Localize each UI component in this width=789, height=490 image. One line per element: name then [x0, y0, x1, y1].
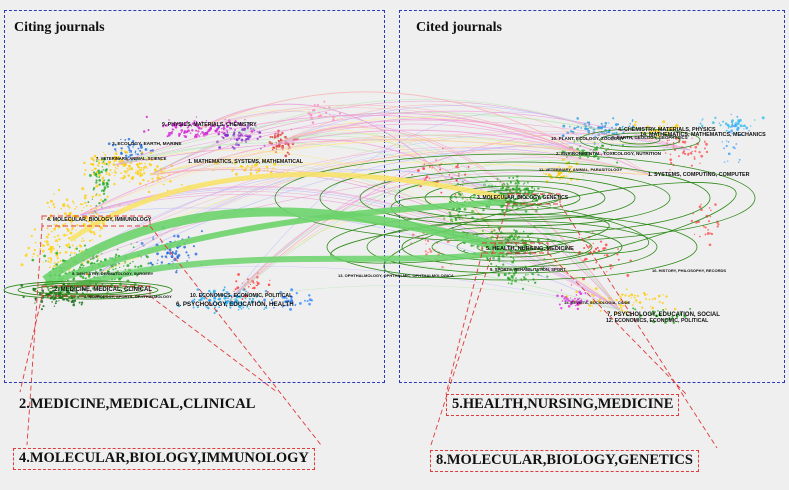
link-green-medicine-lower [59, 249, 506, 293]
callout-molecular-biology-genetics: 8.MOLECULAR,BIOLOGY,GENETICS [430, 450, 699, 472]
left-cluster-8-label: 8. NEUROLOGY, SPORTS, OPHTHALMOLOGY [84, 294, 172, 299]
right-cluster-7-label: 7. PSYCHOLOGY, EDUCATION, SOCIAL [607, 312, 720, 318]
left-cluster-2-label: 2. MEDICINE, MEDICAL, CLINICAL [54, 287, 153, 293]
callout-medicine-medical-clinical: 2.MEDICINE,MEDICAL,CLINICAL [19, 396, 256, 412]
callout-frames [41, 193, 561, 297]
left-cluster-5-label: 5. DENTISTRY, DERMATOLOGY, SURGERY [72, 271, 154, 276]
citing-ellipse-cluster [3, 280, 173, 300]
right-cluster-13-label: 13. OPHTHALMOLOGY, OPHTHALMIC, OPHTHALMO… [338, 273, 454, 278]
right-cluster-5-label: 5. HEALTH, NURSING, MEDICINE [486, 246, 574, 252]
left-cluster-3-label: 3. ECOLOGY, EARTH, MARINE [112, 142, 182, 147]
left-cluster-4-label: 4. MOLECULAR, BIOLOGY, IMMUNOLOGY [47, 217, 152, 223]
callout-molecular-biology-immunology: 4.MOLECULAR,BIOLOGY,IMMUNOLOGY [13, 448, 315, 470]
left-cluster-7-label: 7. VETERINARY, ANIMAL, SCIENCE [96, 156, 167, 161]
right-cluster-4-label: 4. CHEMISTRY, MATERIALS, PHYSICS [618, 127, 716, 133]
left-cluster-10-label: 10. ECONOMICS, ECONOMIC, POLITICAL [190, 293, 293, 299]
link-green-medicine-health [42, 207, 507, 284]
left-cluster-9-label: 9. PHYSICS, MATERIALS, CHEMISTRY [162, 122, 257, 128]
right-cluster-3-label: 3. MOLECULAR, BIOLOGY, GENETICS [477, 195, 569, 201]
callout-health-nursing-medicine: 5.HEALTH,NURSING,MEDICINE [446, 394, 680, 416]
right-cluster-6-label: 6. EARTH, GEOLOGY, GEOPHYSICS [612, 135, 688, 140]
citing-panel [4, 10, 385, 383]
callout-connectors [19, 203, 718, 449]
right-cluster-9-label: 9. SPORTS, REHABILITATION, SPORT [490, 267, 566, 272]
right-cluster-15-label: 15. REVISTA, SOCIOLOGIA, CIUDE [564, 300, 631, 305]
right-cluster-1-label: 1. SYSTEMS, COMPUTING, COMPUTER [648, 172, 750, 178]
right-cluster-14-label: 14. MATHEMATICS, MATHEMATICS, MECHANICS [640, 132, 766, 138]
main-citation-links [42, 171, 507, 293]
right-cluster-2-label: 2. ENVIRONMENTAL, TOXICOLOGY, NUTRITION [556, 151, 661, 156]
citing-title: Citing journals [14, 20, 105, 35]
right-cluster-12-label: 12. ECONOMICS, ECONOMIC, POLITICAL [606, 318, 709, 324]
left-cluster-1-label: 1. MATHEMATICS, SYSTEMS, MATHEMATICAL [188, 159, 303, 165]
cited-title: Cited journals [416, 20, 502, 35]
link-green-medicine-molecular [43, 199, 506, 288]
left-cluster-6-label: 6. PSYCHOLOGY, EDUCATION, HEALTH [176, 301, 294, 308]
right-cluster-16-label: 16. HISTORY, PHILOSOPHY, RECORDS [652, 268, 727, 273]
right-cluster-10-label: 10. PLANT, ECOLOGY, ZOOLOGY [551, 136, 624, 141]
link-yellow-molecular [68, 171, 506, 243]
cited-ellipses [274, 128, 756, 281]
right-cluster-11-label: 11. VETERINARY, ANIMAL, PARASITOLOGY [539, 167, 623, 172]
